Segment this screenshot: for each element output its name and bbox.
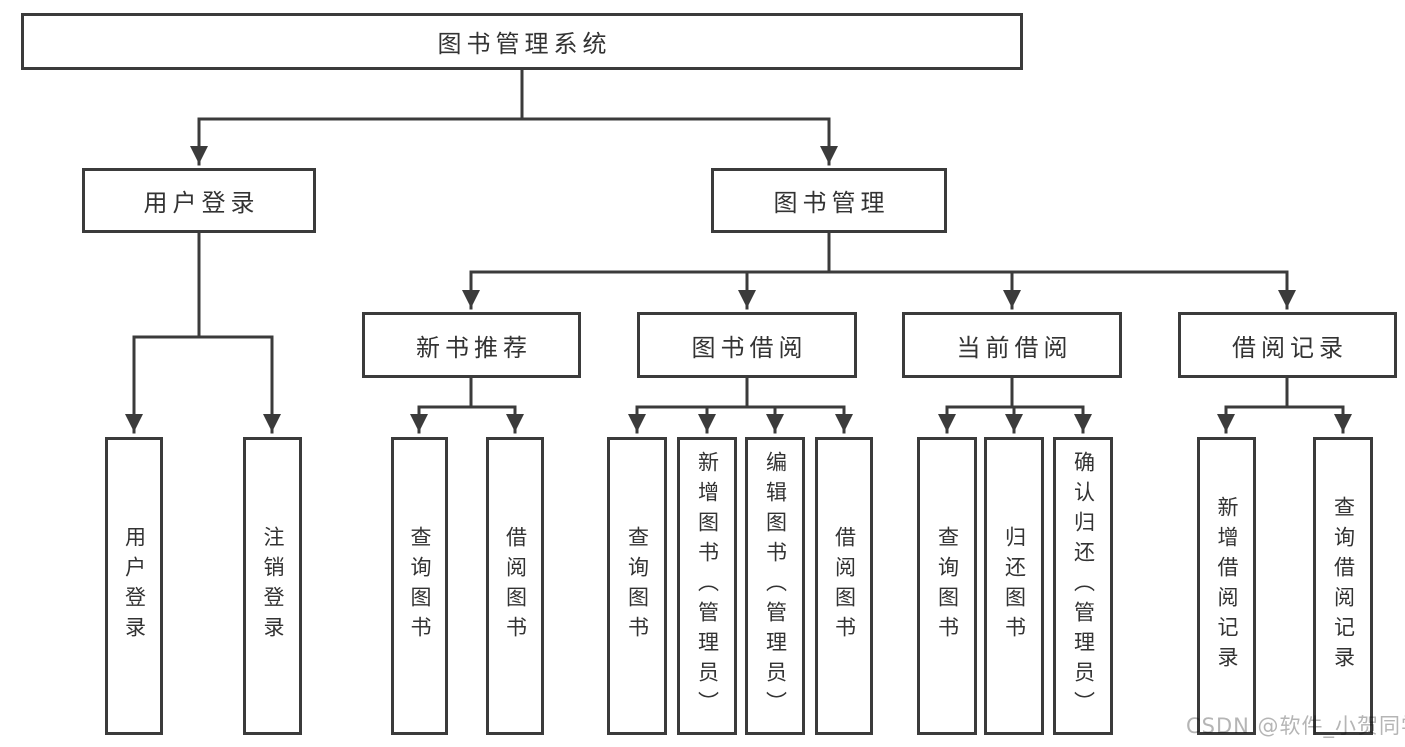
node-label: 新增图书（管理员） — [695, 451, 720, 721]
node-current-borrow: 当前借阅 — [902, 312, 1122, 378]
node-label: 图书管理 — [773, 189, 890, 217]
node-logout-leaf: 注销登录 — [243, 437, 302, 735]
node-label: 用户登录 — [143, 189, 260, 217]
node-user-login-leaf: 用户登录 — [105, 437, 163, 735]
node-label: 查询借阅记录 — [1331, 496, 1356, 676]
node-br-query-record: 查询借阅记录 — [1313, 437, 1373, 735]
node-label: 编辑图书（管理员） — [763, 451, 788, 721]
connector-borrow-records — [1224, 376, 1345, 409]
csdn-watermark: CSDN @软件_小贺同学 — [1186, 714, 1405, 738]
node-label: 查询图书 — [408, 526, 432, 646]
node-label: 新书推荐 — [416, 333, 532, 362]
connector-book-management — [469, 231, 1289, 274]
node-label: 用户登录 — [122, 526, 147, 646]
node-new-book-recommend: 新书推荐 — [362, 312, 581, 378]
node-bb-edit-books-admin: 编辑图书（管理员） — [745, 437, 805, 735]
connector-book-borrow — [635, 376, 846, 409]
node-label: 借阅图书 — [832, 526, 857, 646]
node-label: 图书借阅 — [691, 333, 808, 362]
node-label: 借阅图书 — [503, 526, 528, 646]
node-system-title: 图书管理系统 — [21, 13, 1023, 70]
node-user-login: 用户登录 — [82, 168, 316, 233]
node-label: 借阅记录 — [1232, 333, 1348, 362]
node-book-borrow: 图书借阅 — [637, 312, 857, 378]
node-label: 查询图书 — [935, 526, 960, 646]
node-br-add-record: 新增借阅记录 — [1197, 437, 1256, 735]
connector-new-book — [417, 376, 517, 409]
node-label: 确认归还（管理员） — [1071, 451, 1096, 721]
node-label: 新增借阅记录 — [1215, 496, 1239, 676]
node-label: 注销登录 — [261, 526, 285, 646]
node-cb-query-books: 查询图书 — [917, 437, 977, 735]
node-nb-query-books: 查询图书 — [391, 437, 448, 735]
node-borrow-records: 借阅记录 — [1178, 312, 1397, 378]
connector-user-login — [132, 231, 274, 339]
node-label: 当前借阅 — [956, 333, 1073, 362]
connector-root — [197, 69, 831, 121]
node-cb-return-books: 归还图书 — [984, 437, 1044, 735]
connector-current-borrow — [945, 376, 1085, 409]
node-bb-borrow-books: 借阅图书 — [815, 437, 873, 735]
node-label: 图书管理系统 — [437, 30, 612, 58]
node-book-management: 图书管理 — [711, 168, 947, 233]
node-label: 查询图书 — [625, 526, 650, 646]
node-label: 归还图书 — [1002, 526, 1027, 646]
node-bb-query-books: 查询图书 — [607, 437, 667, 735]
node-nb-borrow-books: 借阅图书 — [486, 437, 544, 735]
node-bb-add-books-admin: 新增图书（管理员） — [677, 437, 737, 735]
node-cb-confirm-return-admin: 确认归还（管理员） — [1053, 437, 1113, 735]
